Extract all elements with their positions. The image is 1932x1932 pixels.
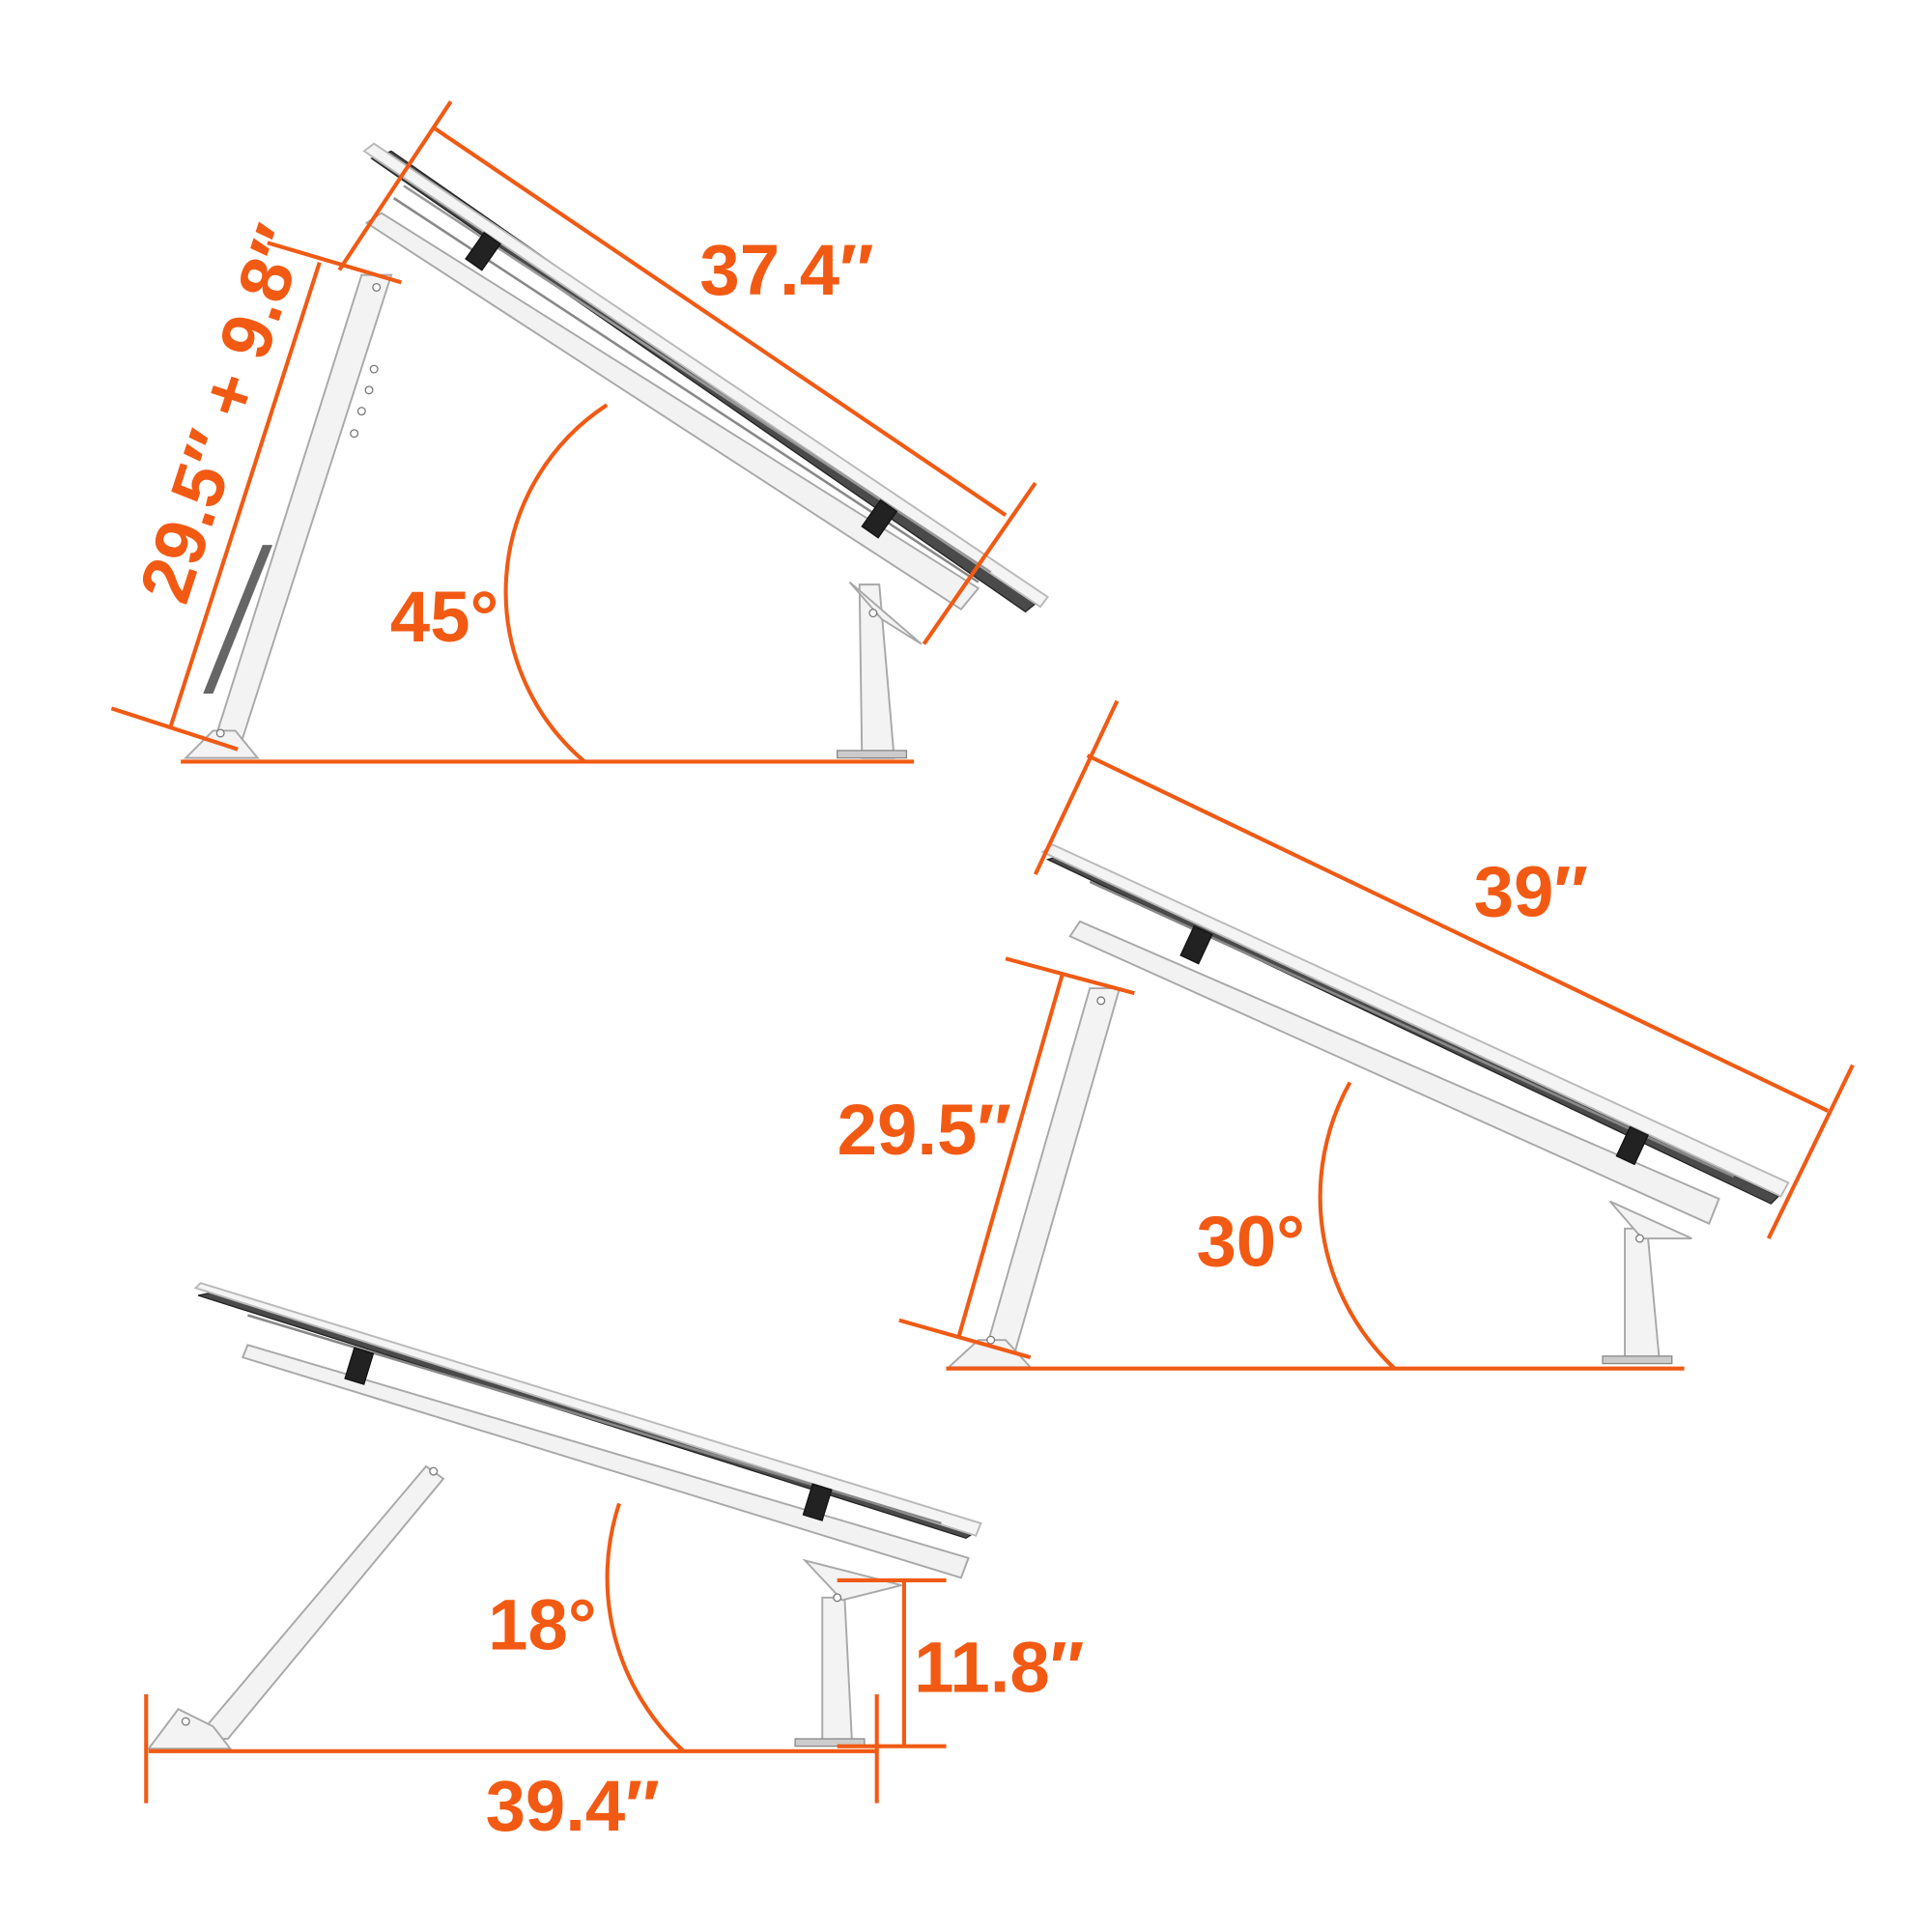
- clamp-icon: [802, 1483, 833, 1521]
- clamp-icon: [344, 1347, 375, 1385]
- leg-extension-45: [203, 545, 273, 694]
- rear-leg-18: [821, 1596, 854, 1746]
- clamp-icon: [861, 498, 898, 539]
- rail-18: [242, 1344, 970, 1579]
- panel-length-label-30: 39″: [1474, 852, 1588, 932]
- tilt-angle-label-30: 30°: [1196, 1201, 1304, 1281]
- config-45-diagram: 37.4″ 45° 29.5″ + 9.8″: [110, 99, 1049, 764]
- clamp-icon: [1615, 1125, 1649, 1166]
- rail-45: [364, 212, 980, 611]
- solar-panel-18: [193, 1282, 982, 1540]
- clamp-icon: [465, 231, 501, 271]
- angle-arc-18: [605, 1502, 686, 1753]
- leg-length-label-30: 29.5″: [838, 1090, 1011, 1170]
- rail-30: [1068, 920, 1720, 1225]
- tilt-angle-label-45: 45°: [390, 577, 498, 657]
- clamp-icon: [1179, 924, 1213, 965]
- config-18-diagram: 18° 11.8″ 39.4″: [144, 1282, 1084, 1846]
- solar-panel-30: [1040, 843, 1790, 1205]
- rear-leg-30: [1624, 1227, 1662, 1364]
- rear-leg-height-label-18: 11.8″: [914, 1627, 1084, 1707]
- foot-18-front: [146, 1708, 233, 1750]
- config-30-diagram: 39″ 30° 29.5″: [838, 699, 1855, 1371]
- base-length-label-18: 39.4″: [486, 1766, 660, 1846]
- front-strut-18: [193, 1464, 445, 1740]
- angle-arc-30: [1318, 1081, 1396, 1371]
- solar-panel-45: [362, 142, 1049, 613]
- panel-length-label-45: 37.4″: [699, 230, 873, 310]
- angle-arc-45: [503, 403, 609, 764]
- tilt-angle-label-18: 18°: [488, 1585, 596, 1665]
